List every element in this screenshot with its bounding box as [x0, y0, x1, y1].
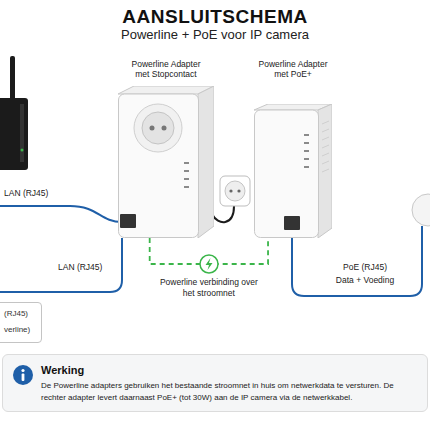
- socket-hole: [237, 189, 240, 192]
- router-side: [20, 104, 24, 162]
- info-heading: Werking: [41, 363, 417, 377]
- legend-text: verline): [4, 325, 37, 335]
- status-led: [184, 186, 189, 188]
- powerline-icon: [200, 255, 218, 273]
- legend-box: (RJ45) verline): [0, 302, 42, 343]
- adapter-side: [198, 86, 214, 238]
- cable-label: Data + Voeding: [320, 275, 410, 285]
- vent-slot: [322, 145, 329, 148]
- vent-slot: [322, 121, 329, 124]
- adapter-side: [318, 104, 332, 238]
- socket-plate: [220, 176, 250, 206]
- poe-port: [284, 216, 300, 230]
- adapter-front: [255, 110, 319, 238]
- lan-cable: [0, 206, 122, 222]
- vent-slot: [322, 153, 329, 156]
- socket-rim: [134, 104, 182, 152]
- adapter-front: [119, 94, 199, 238]
- status-led: [304, 142, 309, 144]
- lightning-symbol: [206, 258, 213, 270]
- router-antenna: [10, 56, 15, 102]
- cable-label: LAN (RJ45): [4, 188, 74, 198]
- cable-label: LAN (RJ45): [58, 262, 118, 272]
- vent-slot: [322, 169, 329, 172]
- adapter-illustration: [254, 104, 332, 238]
- info-icon-dot: [21, 369, 24, 372]
- status-led: [184, 178, 189, 180]
- router-body: [0, 98, 28, 170]
- vent-slot: [322, 129, 329, 132]
- diagram-title: AANSLUITSCHEMA: [0, 6, 430, 28]
- status-led: [304, 150, 309, 152]
- subtitle: Powerline + PoE voor IP camera: [0, 27, 430, 43]
- info-box: Werking De Powerline adapters gebruiken h…: [2, 354, 428, 412]
- lan-port: [120, 214, 136, 228]
- icon-circle: [200, 255, 218, 273]
- adapter-illustration: [118, 86, 214, 238]
- powerline-adapter: Powerline Adapter met Stopcontact: [118, 86, 214, 238]
- vent-slot: [322, 137, 329, 140]
- router-led: [21, 149, 24, 152]
- lan-cable: [0, 238, 122, 292]
- edge-label: Powerline verbinding over het stroomnet: [157, 277, 261, 298]
- status-led: [304, 158, 309, 160]
- powerline-adapter: Powerline Adapter met PoE+: [254, 104, 332, 238]
- status-led: [184, 162, 189, 164]
- status-led: [304, 166, 309, 168]
- router-illustration: [0, 56, 28, 170]
- socket-cup: [225, 181, 245, 201]
- socket-cup: [142, 112, 174, 144]
- wall-socket: [212, 176, 250, 222]
- adapter-heading: Powerline Adapter met Stopcontact: [125, 59, 207, 80]
- info-icon-circle: [13, 365, 33, 385]
- camera-body: [412, 194, 430, 226]
- cable-label: PoE (RJ45): [320, 262, 410, 272]
- socket-hole: [229, 189, 232, 192]
- info-body: De Powerline adapters gebruiken het best…: [41, 380, 417, 403]
- info-icon: [13, 365, 33, 385]
- status-led: [184, 170, 189, 172]
- legend-text: (RJ45): [4, 309, 37, 319]
- status-led: [304, 134, 309, 136]
- socket-hole: [150, 126, 155, 131]
- power-cord: [212, 206, 234, 222]
- adapter-heading: Powerline Adapter met PoE+: [252, 59, 334, 80]
- info-icon-bar: [22, 374, 25, 382]
- socket-hole: [162, 126, 167, 131]
- vent-slot: [322, 161, 329, 164]
- ip-camera: [412, 194, 430, 226]
